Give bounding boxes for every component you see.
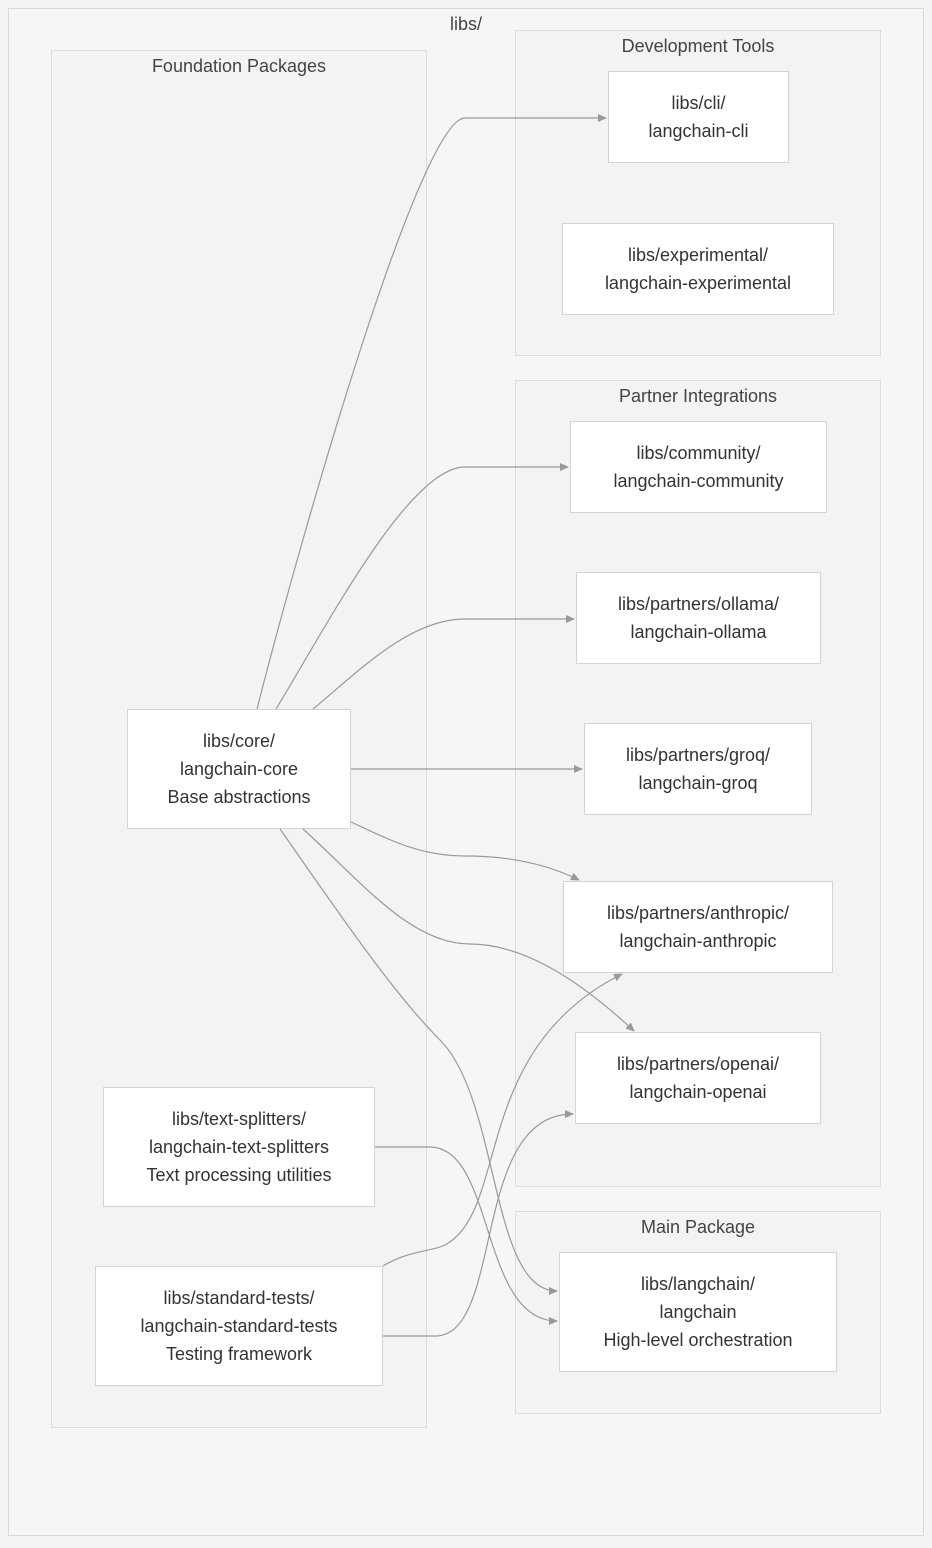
node-line: langchain-groq (638, 773, 758, 793)
node-line: libs/partners/anthropic/ (606, 903, 790, 923)
node-ollama[interactable]: libs/partners/ollama/ langchain-ollama (576, 572, 821, 664)
node-standard-tests[interactable]: libs/standard-tests/ langchain-standard-… (95, 1266, 383, 1386)
node-text-splitters[interactable]: libs/text-splitters/ langchain-text-spli… (103, 1087, 375, 1207)
node-line: Base abstractions (167, 787, 311, 807)
node-line: langchain-core (179, 759, 299, 779)
node-line: libs/cli/ (671, 93, 726, 113)
node-line: libs/partners/openai/ (616, 1054, 780, 1074)
node-line: libs/partners/ollama/ (617, 594, 780, 614)
node-line: langchain-text-splitters (148, 1137, 330, 1157)
node-line: langchain-community (613, 471, 784, 491)
node-openai[interactable]: libs/partners/openai/ langchain-openai (575, 1032, 821, 1124)
node-line: langchain (659, 1302, 737, 1322)
node-groq[interactable]: libs/partners/groq/ langchain-groq (584, 723, 812, 815)
group-title: Main Package (640, 1217, 756, 1237)
node-line: Testing framework (165, 1344, 313, 1364)
node-line: Text processing utilities (146, 1165, 332, 1185)
node-line: libs/core/ (202, 731, 276, 751)
node-line: langchain-experimental (604, 273, 792, 293)
node-line: langchain-standard-tests (140, 1316, 338, 1336)
group-title: Foundation Packages (151, 56, 327, 76)
node-line: langchain-cli (648, 121, 749, 141)
node-anthropic[interactable]: libs/partners/anthropic/ langchain-anthr… (563, 881, 833, 973)
node-line: langchain-ollama (630, 622, 767, 642)
node-line: High-level orchestration (603, 1330, 793, 1350)
node-line: libs/standard-tests/ (163, 1288, 315, 1308)
node-line: langchain-openai (629, 1082, 767, 1102)
libs-title: libs/ (449, 14, 482, 34)
node-community[interactable]: libs/community/ langchain-community (570, 421, 827, 513)
node-cli[interactable]: libs/cli/ langchain-cli (608, 71, 789, 163)
node-line: libs/partners/groq/ (625, 745, 771, 765)
node-line: libs/text-splitters/ (171, 1109, 307, 1129)
group-title: Development Tools (621, 36, 775, 56)
node-line: libs/langchain/ (640, 1274, 756, 1294)
node-line: langchain-anthropic (619, 931, 777, 951)
node-core[interactable]: libs/core/ langchain-core Base abstracti… (127, 709, 351, 829)
node-experimental[interactable]: libs/experimental/ langchain-experimenta… (562, 223, 834, 315)
node-line: libs/experimental/ (627, 245, 769, 265)
group-title: Partner Integrations (618, 386, 778, 406)
node-langchain[interactable]: libs/langchain/ langchain High-level orc… (559, 1252, 837, 1372)
node-line: libs/community/ (636, 443, 761, 463)
